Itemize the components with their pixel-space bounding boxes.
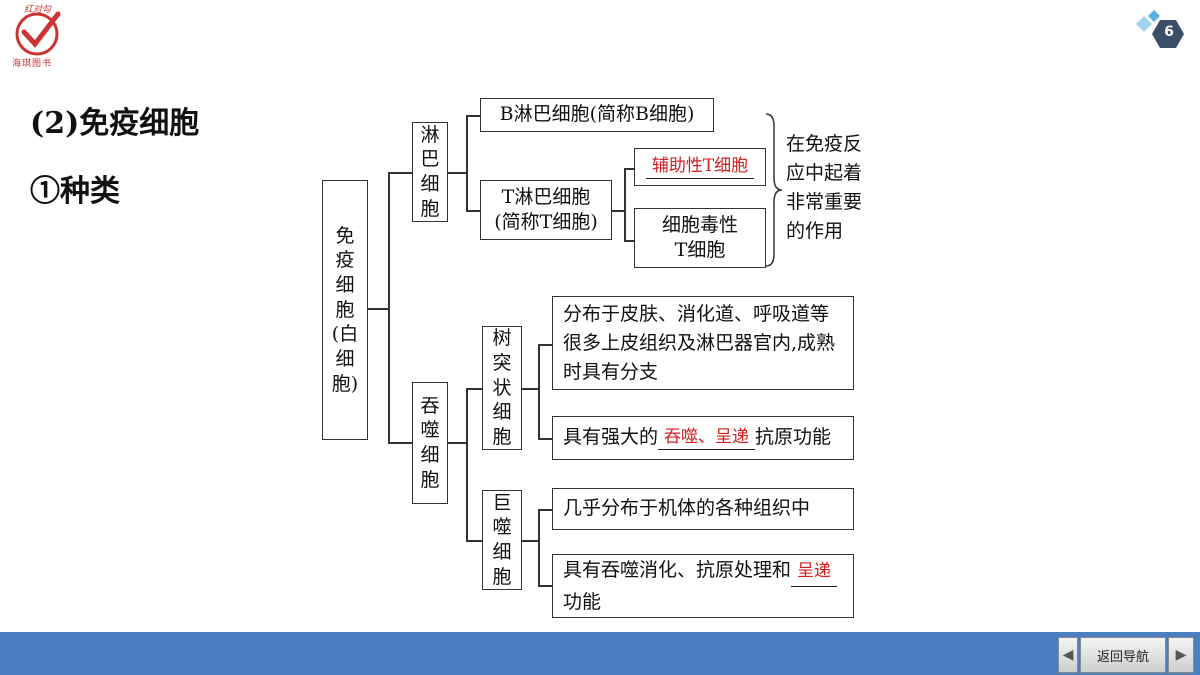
connector — [538, 509, 552, 511]
phago-char: 细 — [420, 444, 440, 466]
lymph-char: 巴 — [420, 148, 440, 171]
logo-bottom-text: 海琪图书 — [12, 59, 53, 69]
helper-t-cell-box: 辅助性T细胞 — [634, 148, 766, 186]
macrophage-function-box: 具有吞噬消化、抗原处理和呈递功能 — [552, 554, 854, 618]
connector — [466, 210, 480, 212]
root-char: (白 — [331, 323, 359, 346]
next-button[interactable]: ▶ — [1168, 637, 1194, 673]
macrophage-function-pre: 具有吞噬消化、抗原处理和 — [563, 559, 792, 581]
macrophage-function-text: 具有吞噬消化、抗原处理和呈递功能 — [563, 555, 838, 617]
macrophage-char: 噬 — [492, 516, 512, 539]
page-badge: 6 — [1128, 10, 1188, 56]
dendritic-char: 突 — [492, 351, 512, 374]
lymph-char: 淋 — [420, 123, 440, 146]
dendritic-description-box: 分布于皮肤、消化道、呼吸道等很多上皮组织及淋巴器官内,成熟时具有分支 — [552, 296, 854, 390]
dendritic-description: 分布于皮肤、消化道、呼吸道等很多上皮组织及淋巴器官内,成熟时具有分支 — [563, 302, 836, 383]
note-line: 的作用 — [786, 220, 844, 242]
note-line: 非常重要 — [786, 191, 863, 213]
dendritic-char: 状 — [492, 376, 512, 399]
connector — [388, 442, 412, 444]
cytotoxic-t-cell-box: 细胞毒性 T细胞 — [634, 208, 766, 268]
dendritic-cell-box: 树 突 状 细 胞 — [482, 326, 522, 450]
t-cell-box: T淋巴细胞 (简称T细胞) — [480, 180, 612, 240]
connector — [538, 438, 552, 440]
connector — [466, 115, 468, 211]
dendritic-function-box: 具有强大的 吞噬、呈递 抗原功能 — [552, 416, 854, 460]
page-number: 6 — [1164, 24, 1174, 40]
note-line: 应中起着 — [786, 162, 863, 184]
dendritic-function-post: 抗原功能 — [755, 426, 832, 449]
connector — [612, 210, 624, 212]
bottom-bar — [0, 632, 1200, 675]
curly-brace-icon — [765, 113, 783, 267]
macrophage-description: 几乎分布于机体的各种组织中 — [563, 497, 811, 520]
connector — [448, 442, 466, 444]
back-to-nav-button[interactable]: 返回导航 — [1080, 637, 1166, 673]
cytotoxic-line2: T细胞 — [674, 239, 726, 261]
macrophage-char: 巨 — [492, 491, 512, 514]
connector — [624, 240, 634, 242]
hexagon-badge-icon — [1136, 10, 1184, 48]
lymph-note: 在免疫反 应中起着 非常重要 的作用 — [786, 130, 862, 246]
macrophage-description-box: 几乎分布于机体的各种组织中 — [552, 488, 854, 530]
back-to-nav-label: 返回导航 — [1096, 649, 1149, 665]
connector — [388, 172, 390, 442]
note-line: 在免疫反 — [786, 133, 863, 155]
t-cell-line1: T淋巴细胞 — [501, 186, 591, 209]
subsection-heading: ①种类 — [30, 174, 120, 209]
macrophage-function-post: 功能 — [563, 591, 602, 613]
root-char: 疫 — [335, 249, 355, 272]
logo-checkmark-icon — [15, 11, 61, 56]
next-arrow-icon: ▶ — [1175, 647, 1187, 663]
connector — [466, 540, 482, 542]
phago-char: 胞 — [420, 468, 440, 491]
root-char: 免 — [335, 224, 355, 247]
root-char: 细 — [335, 273, 355, 296]
phagocyte-box: 吞 噬 细 胞 — [412, 382, 448, 504]
root-box-immune-cells: 免 疫 细 胞 (白 细 胞) — [322, 180, 368, 440]
connector — [538, 585, 552, 587]
macrophage-box: 巨 噬 细 胞 — [482, 490, 522, 590]
dendritic-char: 细 — [492, 401, 512, 424]
dendritic-function-answer: 吞噬、呈递 — [658, 426, 756, 450]
macrophage-function-answer: 呈递 — [791, 556, 838, 587]
macrophage-char: 胞 — [492, 565, 512, 588]
root-char: 胞 — [335, 298, 355, 321]
connector — [538, 509, 540, 585]
connector — [368, 308, 388, 310]
connector — [448, 172, 466, 174]
connector — [522, 388, 538, 390]
dendritic-char: 胞 — [492, 426, 512, 449]
connector — [538, 344, 552, 346]
lymph-char: 胞 — [420, 197, 440, 220]
connector — [466, 115, 480, 117]
connector — [624, 168, 634, 170]
phago-char: 噬 — [420, 419, 440, 442]
connector — [466, 388, 468, 540]
phago-char: 吞 — [420, 394, 440, 417]
dendritic-function-pre: 具有强大的 — [563, 426, 659, 449]
section-heading: (2)免疫细胞 — [30, 106, 200, 141]
lymph-char: 细 — [420, 173, 440, 195]
connector — [538, 344, 540, 438]
t-cell-line2: (简称T细胞) — [494, 211, 598, 233]
prev-arrow-icon: ◀ — [1062, 647, 1074, 663]
connector — [624, 168, 626, 240]
b-cell-box: B淋巴细胞(简称B细胞) — [480, 98, 714, 132]
logo: 红对勾 海琪图书 — [10, 4, 68, 70]
connector — [466, 388, 482, 390]
logo-top-text: 红对勾 — [24, 5, 52, 15]
macrophage-char: 细 — [492, 541, 512, 563]
connector — [522, 540, 538, 542]
prev-button[interactable]: ◀ — [1058, 637, 1078, 673]
connector — [388, 172, 412, 174]
root-char: 胞) — [331, 372, 359, 395]
root-char: 细 — [335, 348, 355, 371]
helper-t-cell-answer: 辅助性T细胞 — [645, 155, 755, 179]
dendritic-char: 树 — [492, 327, 512, 350]
cytotoxic-line1: 细胞毒性 — [661, 214, 738, 237]
lymphocyte-box: 淋 巴 细 胞 — [412, 122, 448, 222]
